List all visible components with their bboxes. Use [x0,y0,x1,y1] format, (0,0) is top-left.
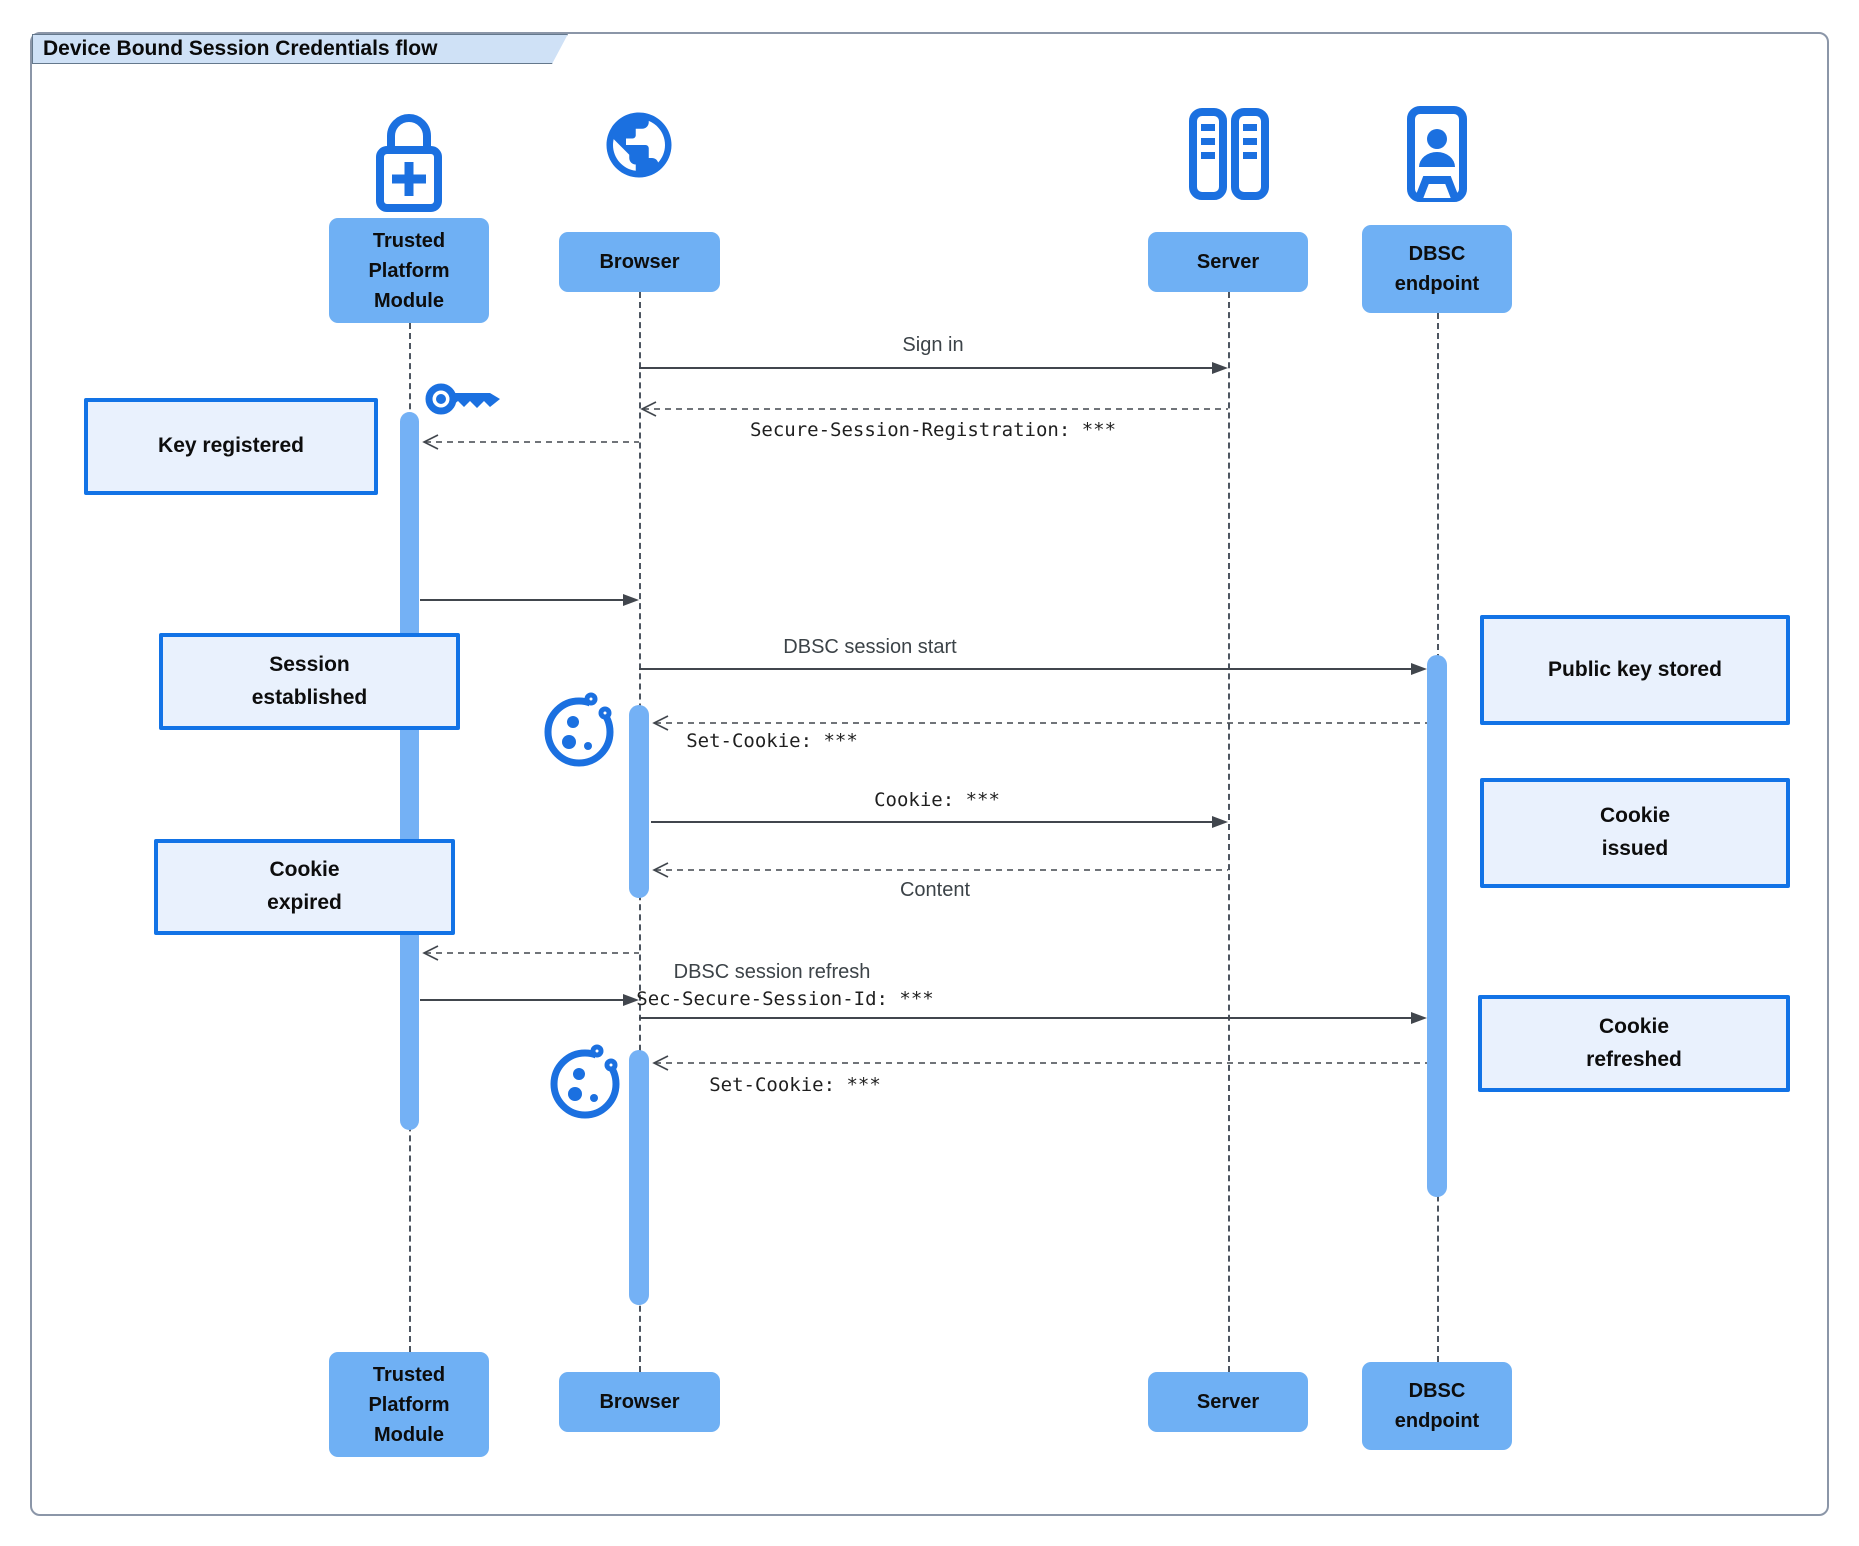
message-content: Content [899,879,971,901]
arrow-secure-session-registration [640,401,1228,417]
globe-icon [606,112,672,178]
arrow-browser-to-tpm-register [422,434,639,450]
actor-dbsc-bottom-line1: DBSC [1408,1380,1466,1402]
note-cookie-issued-line1: Cookie [1599,804,1670,828]
message-dbsc-session-refresh: DBSC session refresh [673,961,871,983]
message-secure-session-registration: Secure-Session-Registration: *** [749,419,1117,441]
note-cookie-expired-line2: expired [267,891,342,914]
actor-tpm-bottom-line1: Trusted [372,1363,446,1386]
actor-browser-label: Browser [599,251,680,273]
actor-tpm-bottom: Trusted Platform Module [329,1352,489,1457]
door-person-icon [1407,106,1467,202]
key-icon [425,383,500,415]
arrow-tpm-to-browser-key-2 [420,994,639,1006]
arrow-content [652,862,1228,878]
diagram-frame [30,32,1829,1516]
note-key-registered-text: Key registered [158,434,304,458]
diagram-title: Device Bound Session Credentials flow [32,34,568,64]
message-set-cookie-1: Set-Cookie: *** [686,730,858,752]
actor-dbsc-label-line2: endpoint [1394,273,1480,295]
cookie-icon [544,692,615,767]
message-set-cookie-2: Set-Cookie: *** [709,1074,881,1096]
actor-browser-top: Browser [559,232,720,292]
cookie-icon [550,1044,621,1119]
message-dbsc-session-start: DBSC session start [783,636,957,658]
lifeline-server [1228,292,1230,1372]
actor-dbsc-bottom-line2: endpoint [1394,1410,1480,1432]
actor-server-bottom: Server [1148,1372,1308,1432]
arrow-dbsc-session-refresh [639,1012,1427,1024]
actor-server-bottom-label: Server [1196,1391,1260,1413]
note-cookie-expired-line1: Cookie [269,858,340,882]
actor-tpm-top: Trusted Platform Module [329,218,489,323]
message-sign-in: Sign in [902,334,964,356]
actor-tpm-label-line2: Platform [368,259,450,282]
note-session-established-line1: Session [269,652,350,676]
note-cookie-issued: Cookie issued [1480,778,1790,888]
note-cookie-refreshed-line1: Cookie [1598,1014,1669,1038]
message-sec-secure-session-id: Sec-Secure-Session-Id: *** [636,988,934,1010]
note-cookie-refreshed-line2: refreshed [1586,1047,1682,1071]
actor-server-label: Server [1196,251,1260,273]
actor-tpm-label-line3: Module [374,289,444,312]
actor-dbsc-label-line1: DBSC [1408,243,1466,265]
activation-browser-2 [629,1050,649,1305]
actor-dbsc-bottom: DBSC endpoint [1362,1362,1512,1450]
actor-dbsc-top: DBSC endpoint [1362,225,1512,313]
actor-tpm-bottom-line2: Platform [368,1393,450,1416]
note-public-key-stored: Public key stored [1480,615,1790,725]
lock-plus-icon [376,114,442,212]
server-racks-icon [1189,108,1269,200]
arrow-set-cookie-1 [652,715,1427,731]
note-cookie-issued-line2: issued [1601,837,1669,860]
activation-dbsc [1427,655,1447,1197]
note-session-established: Session established [159,633,460,730]
actor-tpm-label-line1: Trusted [372,229,446,252]
activation-browser-1 [629,705,649,898]
arrow-cookie [651,816,1228,828]
note-cookie-refreshed: Cookie refreshed [1478,995,1790,1092]
actor-browser-bottom: Browser [559,1372,720,1432]
note-session-established-line2: established [251,685,368,709]
actor-browser-bottom-label: Browser [599,1391,680,1413]
note-key-registered: Key registered [84,398,378,495]
arrow-browser-to-tpm-refresh [422,945,639,961]
arrow-dbsc-session-start [639,663,1427,675]
actor-tpm-bottom-line3: Module [374,1423,444,1446]
arrow-sign-in [639,362,1228,374]
activation-tpm [400,412,419,1130]
arrow-set-cookie-2 [652,1055,1427,1071]
arrow-tpm-to-browser-key [420,594,639,606]
actor-server-top: Server [1148,232,1308,292]
note-cookie-expired: Cookie expired [154,839,455,935]
message-cookie: Cookie: *** [874,789,1000,811]
note-public-key-stored-text: Public key stored [1548,657,1722,681]
